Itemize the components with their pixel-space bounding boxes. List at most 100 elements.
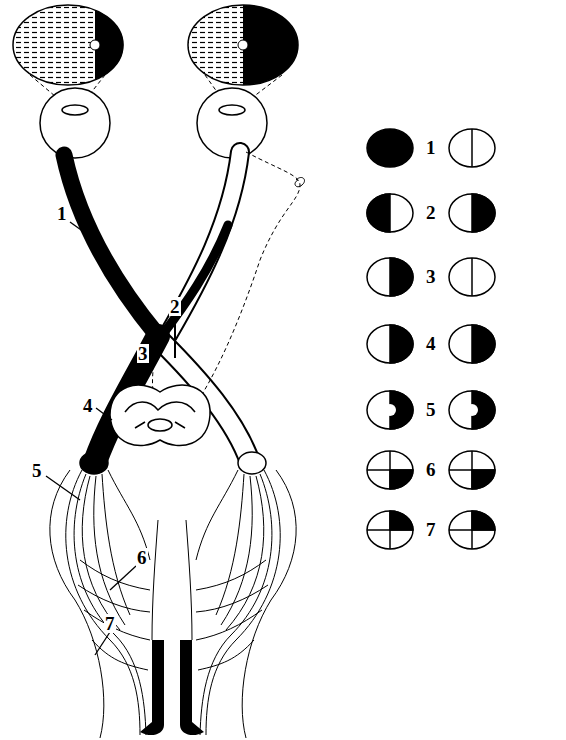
drawing-ellipse [62, 105, 88, 115]
drawing-path [84, 610, 150, 640]
drawing-line [152, 345, 162, 352]
drawing-circle [466, 404, 478, 416]
drawing-path [472, 511, 495, 530]
field-defects [367, 129, 495, 549]
drawing-ellipse [367, 451, 413, 489]
callout-number: 4 [82, 396, 94, 415]
drawing-path [472, 470, 495, 489]
visual-field-left-eye [13, 5, 123, 85]
drawing-line [46, 476, 80, 500]
visual-cortex [140, 520, 204, 735]
drawing-ellipse [449, 129, 495, 167]
drawing-line [110, 566, 136, 590]
drawing-path [140, 640, 164, 735]
drawing-ellipse [219, 105, 245, 115]
drawing-path [180, 640, 204, 735]
drawing-path [94, 476, 125, 625]
drawing-line [471, 129, 473, 167]
drawing-ellipse [449, 451, 495, 489]
drawing-ellipse [13, 5, 123, 85]
drawing-ellipse [367, 325, 413, 363]
drawing-path [200, 474, 272, 735]
drawing-path [108, 470, 150, 560]
drawing-line [367, 469, 413, 471]
drawing-path [390, 511, 413, 530]
drawing-line [449, 529, 495, 531]
drawing-path [196, 560, 266, 590]
squiggle [295, 177, 304, 186]
optic-radiations [50, 470, 296, 738]
drawing-ellipse [367, 511, 413, 549]
drawing-line [70, 222, 95, 240]
drawing-ellipse [188, 5, 298, 85]
drawing-path [168, 152, 240, 335]
callout-number: 6 [425, 460, 437, 479]
drawing-path [110, 385, 210, 445]
drawing-ellipse [148, 419, 172, 431]
drawing-ellipse [449, 258, 495, 296]
drawing-path [390, 325, 413, 363]
drawing-path [367, 194, 390, 232]
drawing-line [174, 318, 176, 358]
drawing-path [64, 155, 158, 336]
drawing-circle [40, 88, 110, 158]
drawing-path [196, 610, 262, 640]
drawing-path [125, 402, 195, 412]
drawing-circle [238, 40, 248, 50]
drawing-path [295, 177, 304, 186]
pupillary-pathway [153, 152, 301, 420]
drawing-path [196, 470, 238, 560]
drawing-circle [90, 40, 100, 50]
drawing-line [471, 258, 473, 296]
visual-field-right-eye [188, 5, 298, 85]
drawing-ellipse [367, 391, 413, 429]
drawing-path [472, 194, 495, 232]
drawing-ellipse [238, 452, 266, 474]
drawing-path [221, 476, 252, 625]
callout-number: 4 [425, 334, 437, 353]
drawing-line [95, 632, 110, 655]
callout-number: 1 [56, 204, 68, 223]
callout-number: 5 [425, 400, 437, 419]
drawing-path [160, 225, 228, 338]
drawing-ellipse [449, 325, 495, 363]
drawing-path [92, 640, 148, 670]
drawing-path [196, 585, 268, 612]
drawing-path [185, 152, 300, 420]
drawing-ellipse [449, 194, 495, 232]
drawing-line [449, 469, 495, 471]
drawing-ellipse [449, 391, 495, 429]
drawing-path [472, 325, 495, 363]
drawing-path [152, 520, 158, 640]
callout-number: 2 [425, 203, 437, 222]
drawing-ellipse [367, 129, 413, 167]
drawing-path [390, 258, 413, 296]
drawing-circle [384, 404, 396, 416]
callout-number: 3 [137, 344, 149, 363]
callout-number: 7 [425, 520, 437, 539]
drawing-line [367, 529, 413, 531]
optic-nerves [64, 152, 250, 462]
drawing-path [135, 422, 185, 428]
drawing-path [243, 5, 298, 85]
drawing-ellipse [367, 194, 413, 232]
drawing-path [242, 470, 296, 738]
drawing-path [78, 585, 150, 612]
callout-number: 2 [169, 297, 181, 316]
callout-number: 5 [31, 461, 43, 480]
drawing-path [390, 470, 413, 489]
drawing-path [168, 152, 240, 335]
drawing-path [198, 640, 254, 670]
drawing-ellipse [80, 452, 108, 474]
callout-number: 3 [425, 267, 437, 286]
drawing-line [96, 408, 112, 420]
midbrain-section [110, 385, 210, 445]
drawing-ellipse [449, 511, 495, 549]
callout-number: 7 [104, 614, 116, 633]
drawing-path [102, 474, 130, 615]
drawing-ellipse [367, 258, 413, 296]
drawing-path [74, 474, 146, 735]
drawing-path [50, 470, 104, 738]
callout-number: 1 [425, 138, 437, 157]
